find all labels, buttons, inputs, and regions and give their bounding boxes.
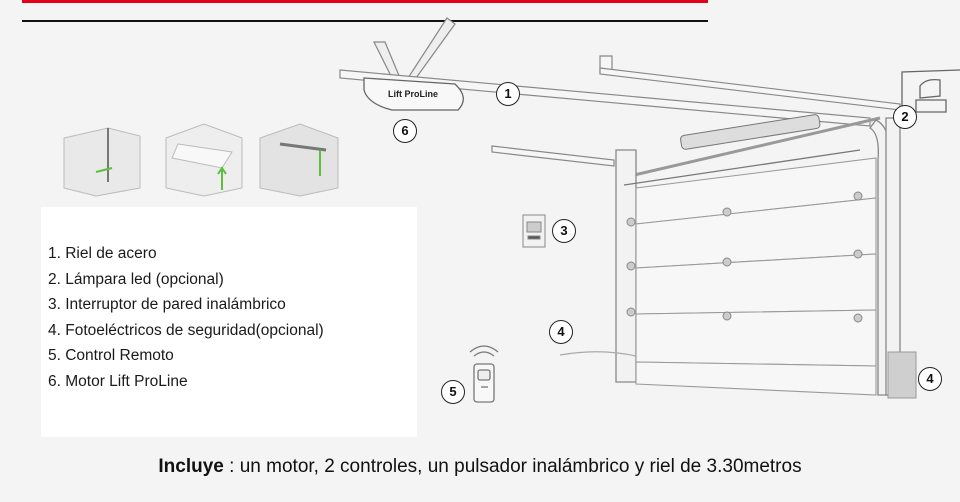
- legend-item: 6. Motor Lift ProLine: [48, 372, 188, 390]
- callout-rail: 1: [496, 82, 520, 106]
- legend-list: 1. Riel de acero 2. Lámpara led (opciona…: [41, 207, 417, 395]
- legend-item: 5. Control Remoto: [48, 347, 174, 365]
- legend-item: 1. Riel de acero: [48, 245, 157, 262]
- wall-switch: [522, 214, 546, 248]
- legend-item: 2. Lámpara led (opcional): [48, 270, 224, 288]
- remote-control: [469, 345, 499, 403]
- floor-line: [559, 351, 637, 357]
- legend-box: 1. Riel de acero 2. Lámpara led (opciona…: [41, 207, 417, 437]
- includes-label: Incluye: [158, 456, 224, 477]
- led-lamp: [901, 69, 960, 120]
- callout-photo-sensor-left: 4: [549, 320, 573, 344]
- callout-lamp: 2: [893, 105, 917, 129]
- callout-motor: 6: [393, 119, 417, 143]
- includes-caption: Incluye : un motor, 2 controles, un puls…: [0, 456, 960, 478]
- includes-text: : un motor, 2 controles, un pulsador ina…: [223, 456, 802, 477]
- header-red-rule: [22, 0, 708, 3]
- motor-label: Lift ProLine: [388, 89, 438, 99]
- install-thumbnail-3: [259, 123, 339, 197]
- callout-photo-sensor-right: 4: [918, 367, 942, 391]
- callout-remote: 5: [441, 380, 465, 404]
- install-thumbnail-1: [63, 127, 141, 197]
- legend-item: 4. Fotoeléctricos de seguridad(opcional): [48, 321, 324, 339]
- torsion-spring: [629, 114, 881, 178]
- install-thumbnail-2: [165, 123, 243, 197]
- door-panels: [635, 157, 877, 396]
- callout-wall-switch: 3: [552, 219, 576, 243]
- header-black-rule: [22, 20, 708, 22]
- motor-unit: Lift ProLine: [363, 77, 464, 111]
- steel-rail: [339, 55, 901, 167]
- legend-item: 3. Interruptor de pared inalámbrico: [48, 296, 286, 314]
- photo-sensor-right: [887, 351, 917, 399]
- ceiling-bracket: [373, 17, 456, 79]
- door-hinges: [626, 191, 863, 323]
